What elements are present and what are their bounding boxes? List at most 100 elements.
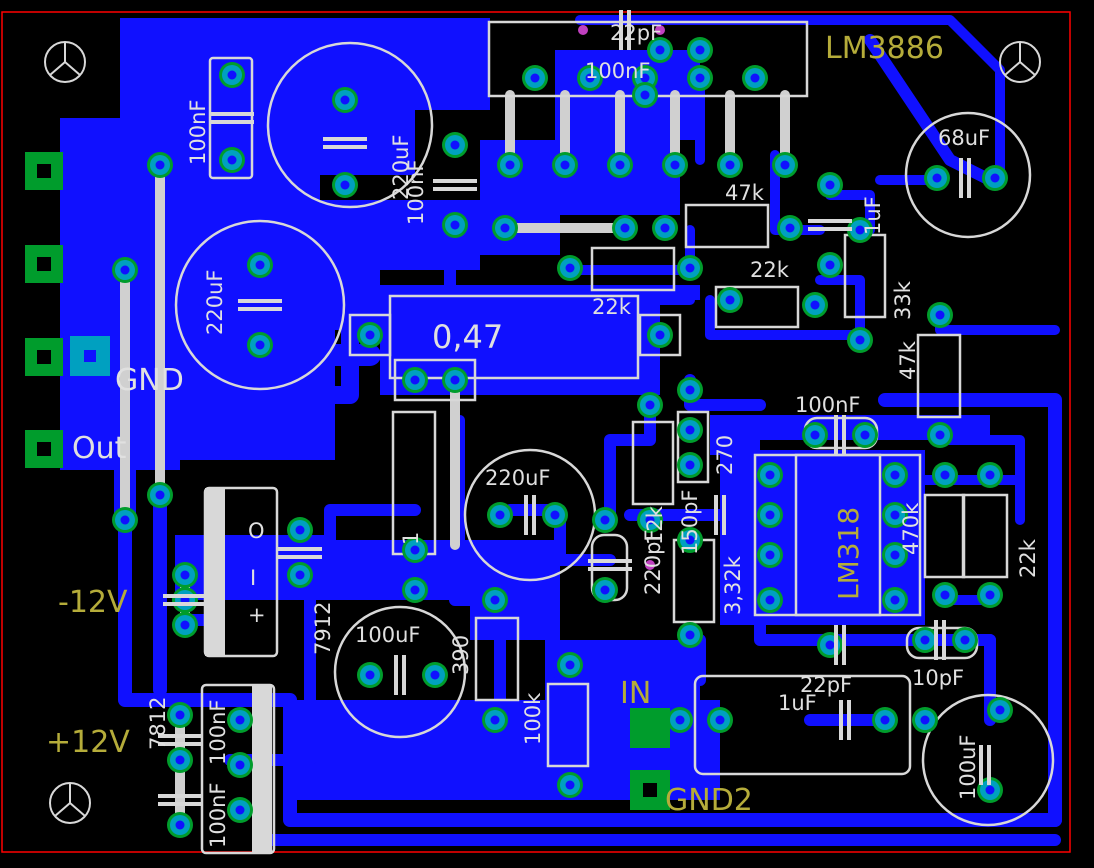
pad [987,697,1013,723]
silk-labels: 22pF 100nF LM3886 68uF 100nF 220uF 100nF… [146,21,1040,848]
pad [172,587,198,613]
cap-plates [979,745,991,785]
label-332k: 3,32k [721,555,745,615]
cap-plates [158,794,202,806]
pad [637,392,663,418]
pad [852,422,878,448]
pad [632,82,658,108]
label-22k-a: 22k [750,258,790,282]
pad [677,255,703,281]
pad [577,65,603,91]
pin-i: I [250,566,256,590]
label-100nf-diag: 100nF [404,160,428,225]
label-100nf-left: 100nF [186,100,210,165]
label-150pf: 150pF [678,490,702,556]
pad [667,707,693,733]
pad [147,482,173,508]
pad [482,587,508,613]
pad [557,772,583,798]
pad [817,172,843,198]
pad [219,147,245,173]
cap-plates [808,219,852,231]
pad [172,612,198,638]
cap-plates [394,655,406,695]
pad [357,322,383,348]
pad [402,537,428,563]
label-100uf-left: 100uF [355,623,420,647]
label-100k: 100k [521,692,545,745]
net-gnd2: GND2 [665,783,753,818]
pad [677,417,703,443]
pad [442,132,468,158]
pad [717,152,743,178]
pad [802,422,828,448]
pad [542,502,568,528]
pad [847,327,873,353]
label-22k-c: 22k [1016,538,1040,578]
cap-plates [158,734,202,746]
pad [932,462,958,488]
pad [677,622,703,648]
label-220pf: 220pF [641,530,665,596]
pad [607,152,633,178]
net-plus12v: +12V [46,725,130,760]
pad [882,542,908,568]
pad [112,257,138,283]
cap-plates [714,495,726,535]
pad [652,215,678,241]
net-out: Out [72,431,127,466]
net-minus12v: -12V [58,585,128,620]
pin-o: O [248,519,265,543]
pad [717,287,743,313]
pad [219,62,245,88]
net-in: IN [620,676,651,711]
label-1uf-top: 1uF [861,196,885,235]
pad [757,462,783,488]
pad [707,707,733,733]
pad [977,462,1003,488]
pad [912,707,938,733]
label-100uf-right: 100uF [956,735,980,800]
pad [592,577,618,603]
pad [872,707,898,733]
pad [172,562,198,588]
mounting-holes [44,41,1041,824]
cap-plates [839,700,851,740]
label-lm3886: LM3886 [825,31,944,66]
label-100nf-7812b: 100nF [206,783,230,848]
pad [677,527,703,553]
pad [422,662,448,688]
label-1: 1 [399,532,423,545]
cap-plates [433,179,477,191]
net-gnd: GND [115,363,184,398]
cap-plates [163,594,207,606]
label-100nf-lm318: 100nF [795,393,860,417]
pad [332,172,358,198]
pad [287,562,313,588]
label-shunt: 0,47 [432,318,503,356]
pad [977,777,1003,803]
label-7812: 7812 [146,697,170,750]
label-1uf-in: 1uF [778,691,817,715]
via-hole [645,560,655,570]
label-47k-top: 47k [725,181,765,205]
cap-plates [934,620,946,660]
cap-plates [278,547,322,559]
via-hole [578,25,588,35]
pad [924,165,950,191]
pad [677,452,703,478]
pad [227,797,253,823]
pad [927,422,953,448]
pad [167,747,193,773]
board-outline [1,11,1071,853]
pad [592,507,618,533]
cap-plates [959,158,971,198]
pad [402,577,428,603]
label-lm318: LM318 [832,507,865,600]
cap-plates [210,112,254,124]
pad [677,377,703,403]
pad [442,212,468,238]
pad [247,252,273,278]
label-22k-b: 22k [592,295,632,319]
pad [647,322,673,348]
